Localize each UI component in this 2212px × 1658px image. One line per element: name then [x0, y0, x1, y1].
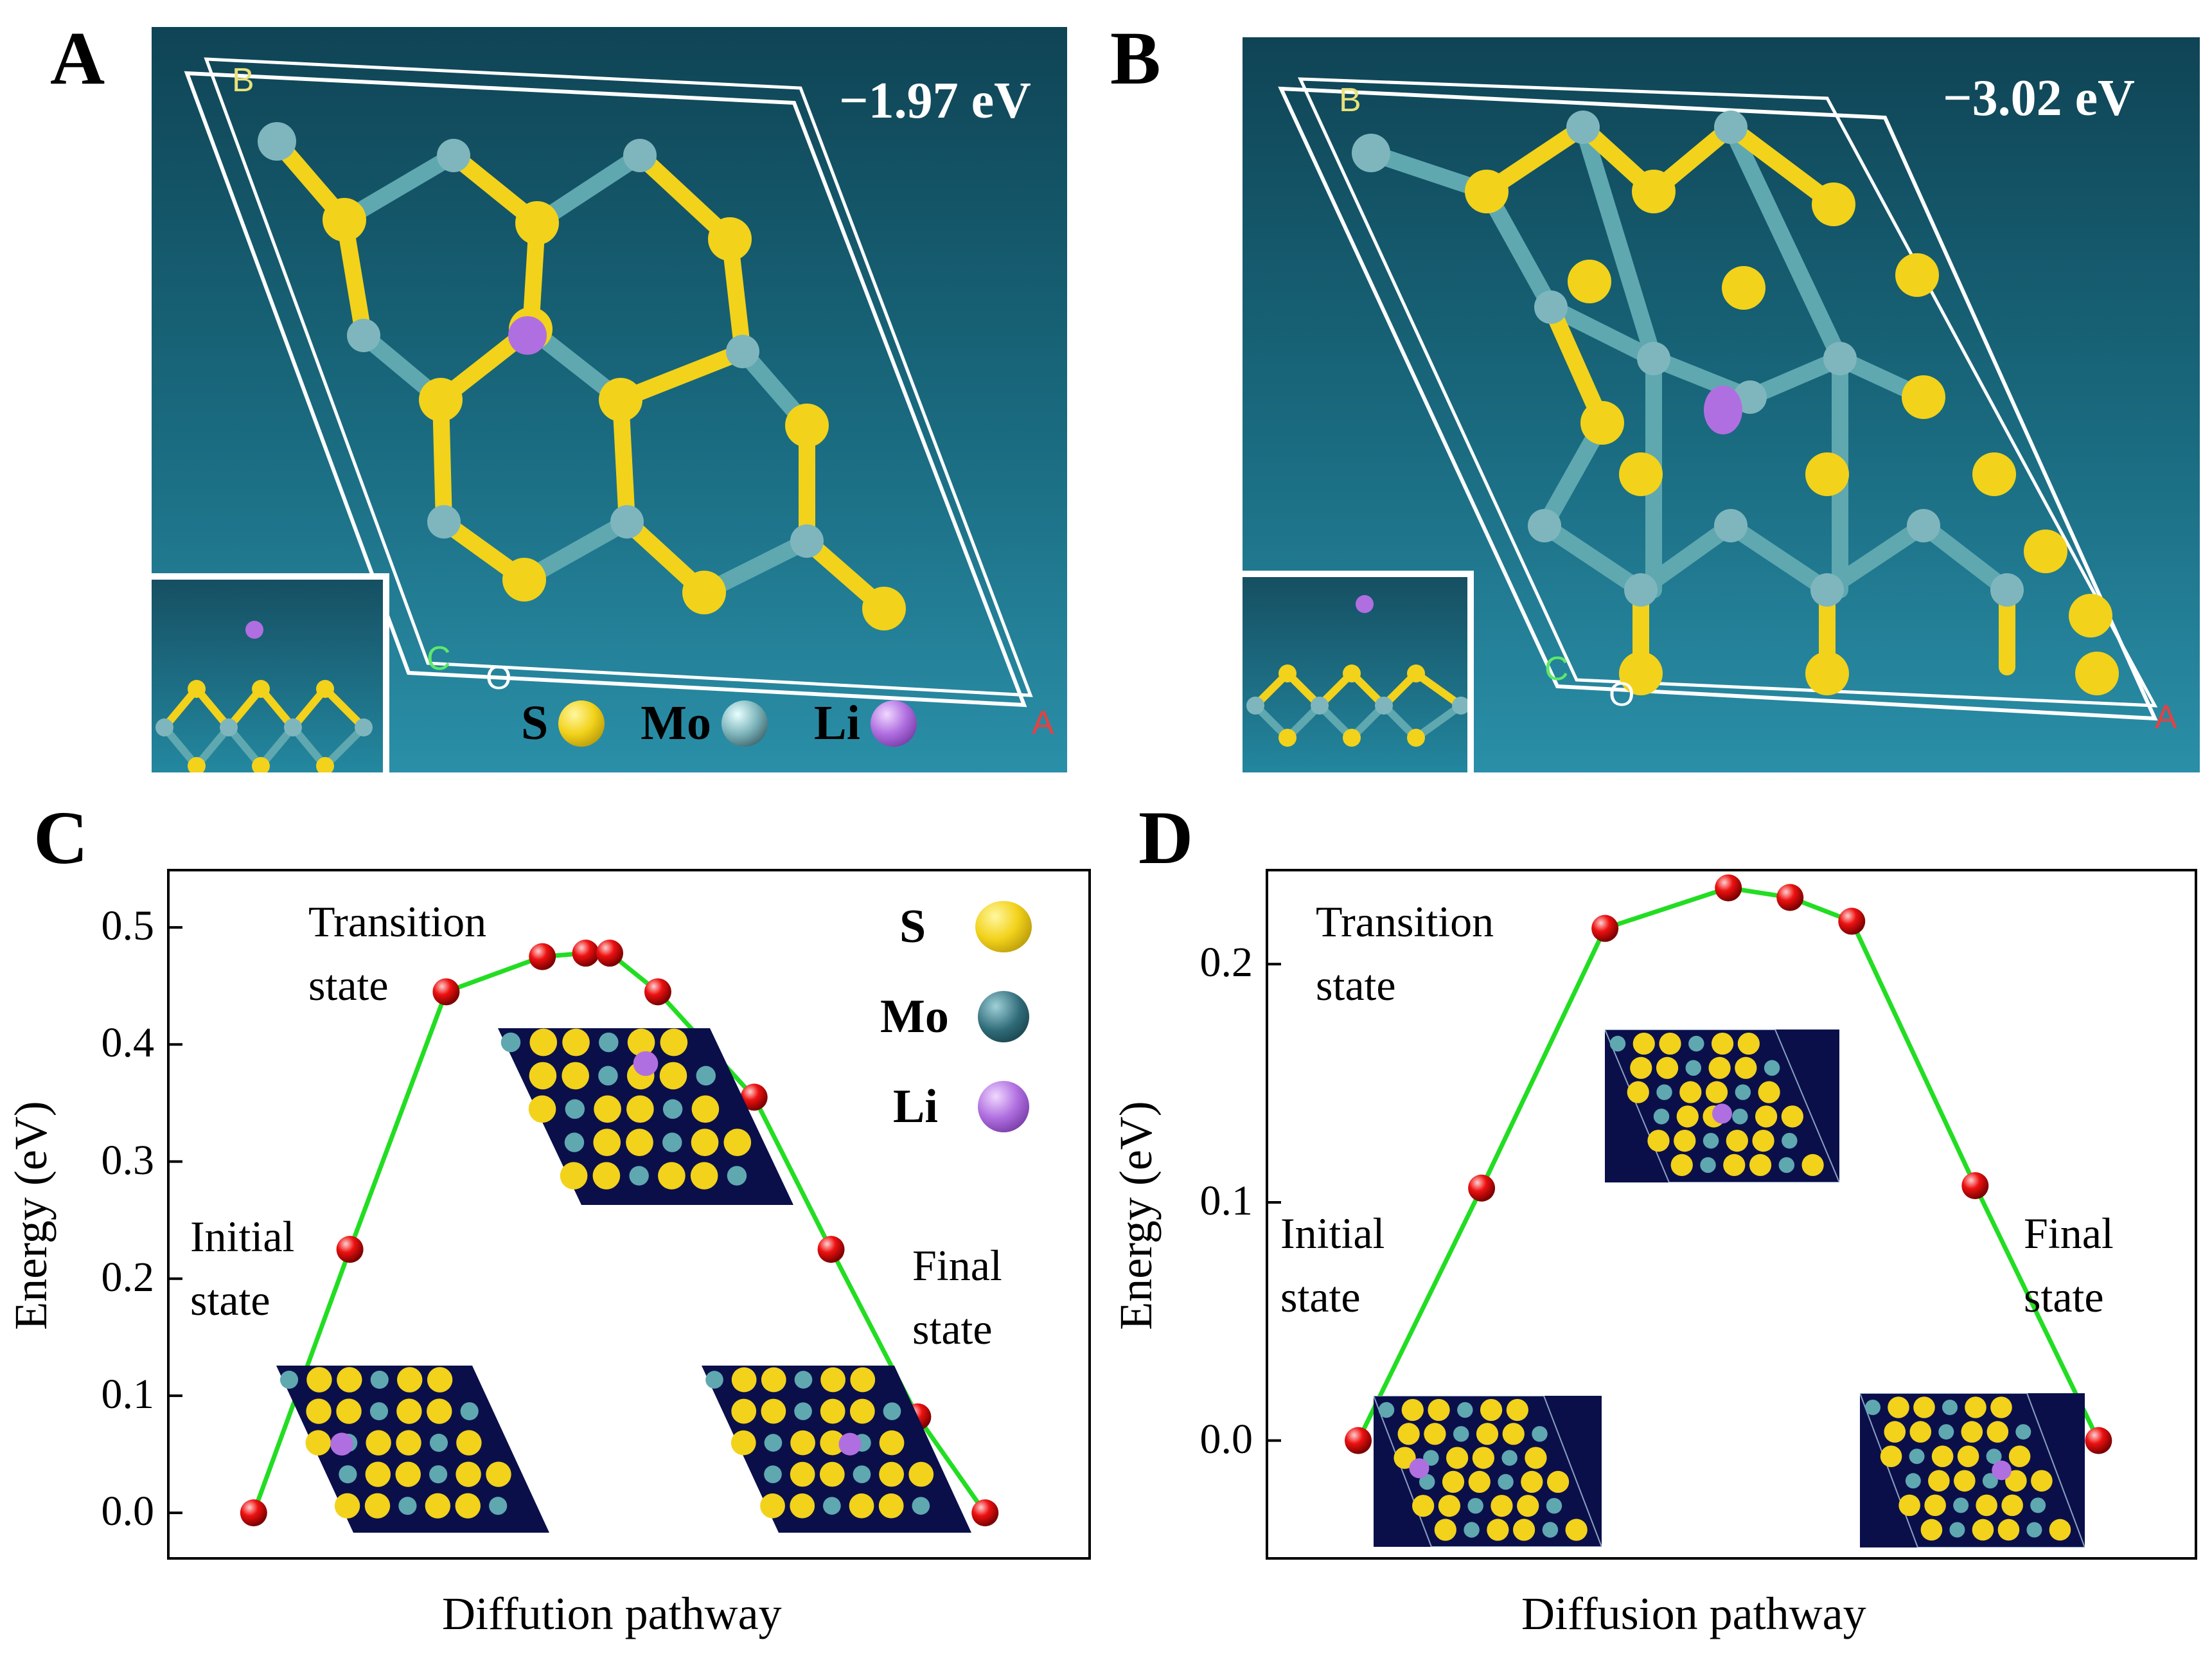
y-tick-label: 0.2	[101, 1253, 155, 1301]
lattice-label-o: O	[1609, 676, 1634, 713]
data-point-marker	[817, 1236, 845, 1263]
data-point-marker	[596, 940, 624, 967]
y-tick-label: 0.0	[1199, 1415, 1253, 1463]
unit-cell-outline	[184, 71, 1027, 708]
data-point-marker	[2085, 1427, 2112, 1454]
atom-legend-a: S Mo Li	[521, 695, 917, 751]
lattice-label-a: A	[2155, 699, 2177, 736]
adsorption-energy-b: −3.02 eV	[1943, 70, 2135, 127]
transition-state-label-d: Transition state	[1316, 897, 1494, 1010]
panel-letter-d: D	[1138, 796, 1194, 880]
data-point-marker	[336, 1236, 364, 1263]
initial-state-snapshot-d	[1374, 1396, 1602, 1547]
molybdenum-ball-icon	[721, 700, 768, 747]
data-point-marker	[1715, 874, 1742, 902]
energy-profile-line	[1356, 886, 2101, 1442]
data-point-marker	[1838, 907, 1866, 935]
y-tick-label: 0.0	[101, 1488, 155, 1535]
panel-letter-b: B	[1110, 16, 1161, 100]
data-point-marker	[644, 978, 671, 1006]
legend-c-lithium-icon	[978, 1081, 1029, 1132]
lithium-ball-icon	[870, 700, 917, 747]
side-view-structure-a	[155, 621, 373, 772]
data-point-marker	[432, 978, 460, 1006]
lattice-label-b: B	[1339, 82, 1361, 119]
side-view-inset-b	[1243, 571, 1474, 772]
data-point-marker	[1345, 1427, 1372, 1454]
data-point-marker	[740, 1083, 768, 1111]
transition-state-snapshot-d	[1605, 1030, 1839, 1182]
lattice-label-o: O	[486, 659, 511, 697]
initial-state-label-c: Initial state	[190, 1212, 295, 1324]
final-state-snapshot-c	[702, 1366, 971, 1533]
y-tick-label: 0.2	[1199, 939, 1253, 986]
data-point-marker	[572, 940, 599, 967]
legend-c-label-li: Li	[893, 1080, 938, 1133]
legend-c-molybdenum-icon	[978, 991, 1029, 1042]
final-state-snapshot-d	[1860, 1393, 2085, 1547]
data-point-marker	[240, 1499, 267, 1527]
legend-label-li: Li	[814, 696, 860, 750]
y-axis-title-d: Energy (eV)	[1110, 1101, 1162, 1330]
x-axis-title-d: Diffusion pathway	[1521, 1588, 1866, 1639]
panel-letter-c: C	[33, 796, 89, 880]
y-tick-label: 0.1	[1199, 1177, 1253, 1224]
unit-cell-outline-back	[204, 57, 1033, 697]
mos2-structure-b: B C O A	[1278, 77, 2177, 736]
transition-state-label-c: Transition state	[308, 897, 487, 1010]
initial-state-label-d: Initial state	[1280, 1209, 1385, 1321]
structure-panel-b: B C O A −3.02 eV	[1243, 37, 2200, 772]
legend-c-label-mo: Mo	[880, 990, 949, 1043]
y-axis-title-c: Energy (eV)	[4, 1101, 57, 1330]
data-point-marker	[971, 1499, 999, 1527]
side-view-structure-b	[1246, 595, 1467, 747]
lattice-label-b: B	[232, 62, 254, 99]
panel-letter-a: A	[50, 16, 105, 100]
data-point-marker	[1776, 884, 1804, 911]
y-tick-label: 0.1	[101, 1370, 155, 1418]
unit-cell-outline-back	[1298, 77, 2158, 708]
energy-profile-chart-d	[1266, 874, 2112, 1454]
final-state-label-d: Final state	[2024, 1209, 2114, 1321]
atom-legend-c: S Mo Li	[880, 893, 1073, 1150]
side-view-inset-a	[152, 573, 389, 772]
lattice-label-c: C	[427, 640, 451, 677]
y-tick-label: 0.5	[101, 902, 155, 950]
data-point-marker	[1468, 1174, 1496, 1202]
data-point-marker	[529, 943, 556, 970]
sulfur-ball-icon	[558, 700, 605, 747]
x-axis-title-c: Diffution pathway	[442, 1588, 782, 1639]
adsorption-energy-a: −1.97 eV	[839, 73, 1031, 129]
atoms	[258, 122, 906, 630]
final-state-label-c: Final state	[912, 1241, 1002, 1353]
mos2-structure-a: B C O A	[184, 57, 1054, 742]
legend-label-mo: Mo	[641, 696, 712, 750]
structure-panel-a: B C O A −1.97 eV S Mo Li	[152, 27, 1067, 772]
data-point-marker	[1961, 1172, 1989, 1200]
legend-c-label-s: S	[899, 900, 926, 953]
y-tick-label: 0.3	[101, 1136, 155, 1184]
legend-c-sulfur-icon	[975, 901, 1032, 952]
unit-cell-outline	[1278, 86, 2158, 721]
initial-state-snapshot-c	[276, 1366, 549, 1533]
data-point-marker	[1591, 914, 1619, 942]
atoms	[1352, 111, 2119, 695]
transition-state-snapshot-c	[498, 1028, 793, 1205]
legend-label-s: S	[521, 696, 549, 750]
lattice-label-c: C	[1544, 650, 1569, 688]
lattice-label-a: A	[1032, 704, 1054, 742]
y-tick-label: 0.4	[101, 1019, 155, 1067]
